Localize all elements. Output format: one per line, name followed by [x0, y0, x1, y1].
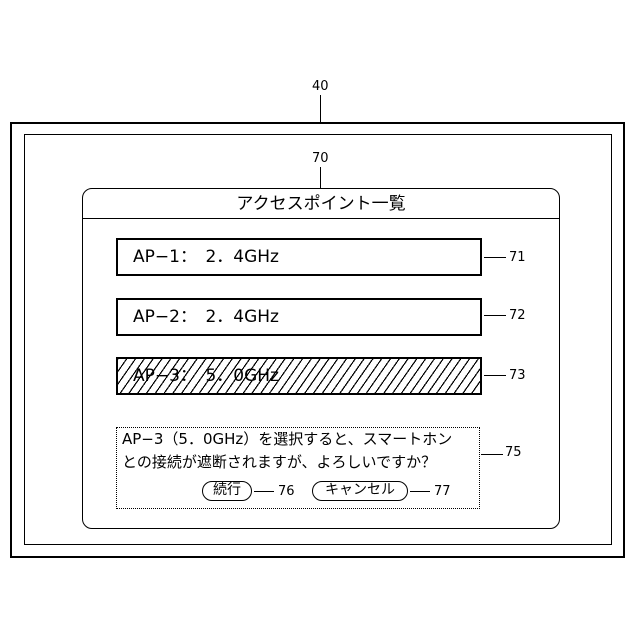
ref-numeral-73: 73 — [509, 369, 526, 382]
confirmation-text-line-1: AP−3（5．0GHz）を選択すると、スマートホン — [122, 430, 452, 448]
leader-line-73 — [484, 375, 506, 376]
leader-line-72 — [484, 315, 506, 316]
ref-numeral-70: 70 — [312, 152, 329, 165]
dialog-title: アクセスポイント一覧 — [82, 190, 560, 218]
ap-list-item-1[interactable]: AP−1： 2．4GHz — [116, 238, 482, 276]
ap-list-item-2[interactable]: AP−2： 2．4GHz — [116, 298, 482, 336]
ref-numeral-40: 40 — [312, 80, 329, 93]
title-divider — [82, 218, 560, 219]
ref-numeral-72: 72 — [509, 309, 526, 322]
ref-numeral-76: 76 — [278, 485, 295, 498]
leader-line-70 — [320, 167, 321, 188]
ref-numeral-77: 77 — [434, 485, 451, 498]
leader-line-76 — [254, 491, 274, 492]
ref-numeral-75: 75 — [505, 446, 522, 459]
leader-line-77 — [410, 491, 430, 492]
leader-line-40 — [320, 95, 321, 122]
leader-line-75 — [481, 454, 503, 455]
continue-button[interactable]: 続行 — [202, 481, 252, 501]
cancel-button[interactable]: キャンセル — [312, 481, 408, 501]
confirmation-text-line-2: との接続が遮断されますが、よろしいですか？ — [122, 453, 436, 471]
ap-list-item-3-selected[interactable]: AP−3： 5．0GHz — [116, 357, 482, 395]
leader-line-71 — [484, 257, 506, 258]
ref-numeral-71: 71 — [509, 251, 526, 264]
